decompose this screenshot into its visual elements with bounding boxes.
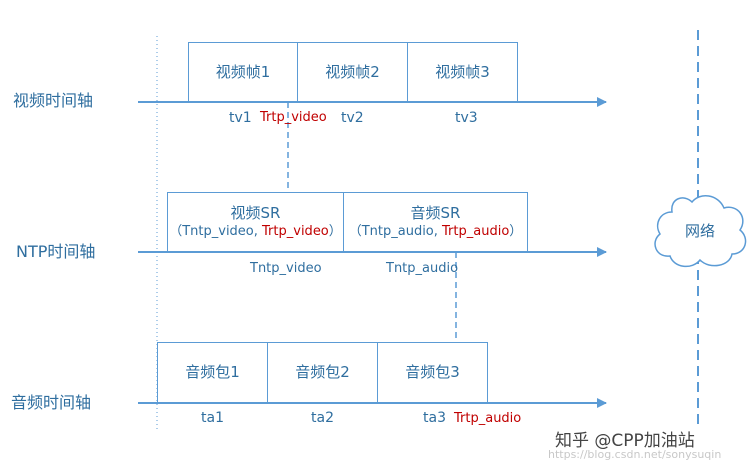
audio-sr-box: 音频SR （Tntp_audio, Trtp_audio） xyxy=(343,192,528,252)
tick-label-ta1: ta1 xyxy=(201,410,224,426)
audio-packet-3-label: 音频包3 xyxy=(405,363,460,382)
audio-packet-1: 音频包1 xyxy=(157,342,268,403)
audio-sr-title: 音频SR xyxy=(410,203,461,222)
video-frame-2-label: 视频帧2 xyxy=(325,62,380,81)
tick-label-tntp-video: Tntp_video xyxy=(250,261,322,276)
ntp-axis-label: NTP时间轴 xyxy=(16,242,96,261)
audio-packet-3: 音频包3 xyxy=(377,342,488,403)
audio-packet-2-label: 音频包2 xyxy=(295,363,350,382)
network-cloud xyxy=(654,195,747,268)
video-sr-params: （Tntp_video, Trtp_video） xyxy=(169,223,342,239)
watermark: 知乎 @CPP加油站 xyxy=(555,431,695,451)
video-frame-3: 视频帧3 xyxy=(407,42,518,102)
video-frame-1-label: 视频帧1 xyxy=(215,62,271,81)
audio-packet-2: 音频包2 xyxy=(267,342,378,403)
tick-label-tv1: tv1 xyxy=(229,110,252,126)
watermark-url: https://blog.csdn.net/sonysuqin xyxy=(548,448,722,461)
tick-label-tv2: tv2 xyxy=(341,110,364,126)
video-rtp-label: Trtp_video xyxy=(260,110,327,125)
video-frame-3-label: 视频帧3 xyxy=(435,62,490,81)
tick-label-ta3: ta3 xyxy=(423,410,446,426)
audio-rtp-label: Trtp_audio xyxy=(454,411,522,426)
video-frame-2: 视频帧2 xyxy=(297,42,408,102)
tick-label-tntp-audio: Tntp_audio xyxy=(386,261,459,276)
tick-label-tv3: tv3 xyxy=(455,110,478,126)
video-sr-box: 视频SR （Tntp_video, Trtp_video） xyxy=(167,192,344,252)
network-label: 网络 xyxy=(685,222,716,240)
video-sr-title: 视频SR xyxy=(230,203,281,222)
video-frame-1: 视频帧1 xyxy=(188,42,298,102)
audio-sr-params: （Tntp_audio, Trtp_audio） xyxy=(348,223,523,239)
audio-axis-label: 音频时间轴 xyxy=(11,393,92,412)
tick-label-ta2: ta2 xyxy=(311,410,334,426)
audio-packet-1-label: 音频包1 xyxy=(185,363,240,382)
video-axis-label: 视频时间轴 xyxy=(13,91,94,110)
